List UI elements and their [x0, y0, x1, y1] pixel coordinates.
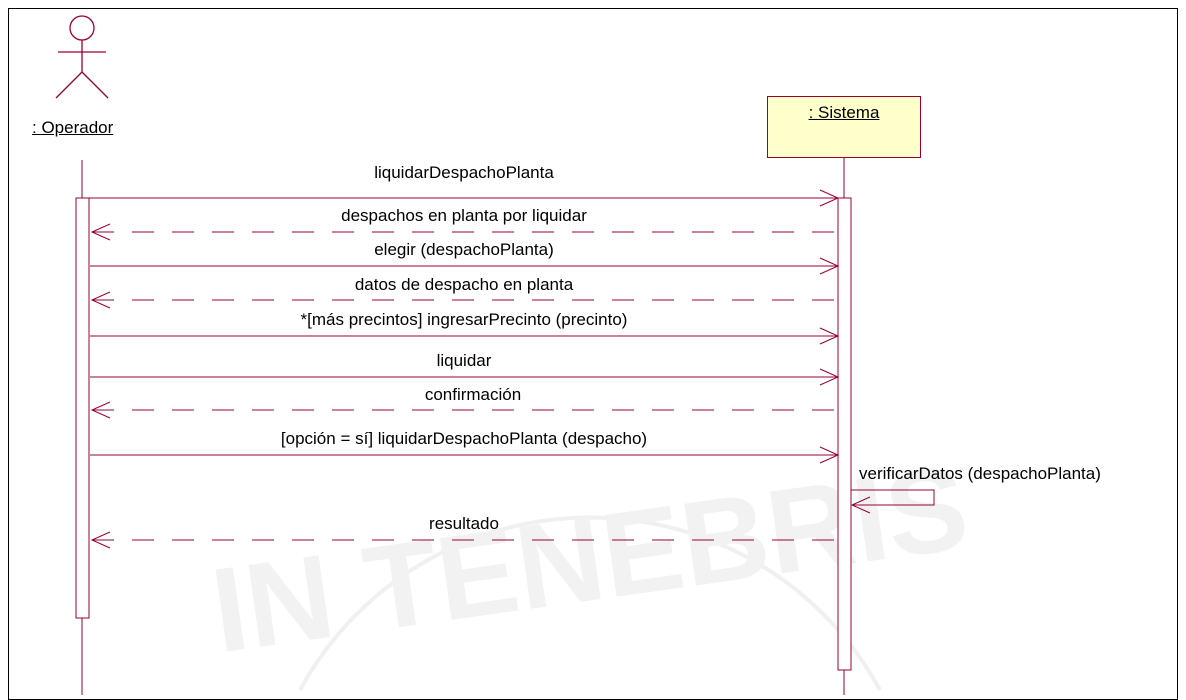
- actor-stick-figure-icon: [55, 15, 109, 99]
- message-label-8: [opción = sí] liquidarDespachoPlanta (de…: [280, 429, 648, 448]
- message-arrow-8: [90, 446, 840, 464]
- actor-activation: [75, 197, 90, 619]
- message-arrow-1: [82, 189, 840, 207]
- message-arrow-5: [90, 327, 840, 345]
- message-label-1: liquidarDespachoPlanta: [374, 163, 554, 182]
- message-arrow-6: [90, 368, 840, 386]
- message-label-4: datos de despacho en planta: [354, 275, 574, 294]
- message-label-3: elegir (despachoPlanta): [374, 240, 554, 259]
- object-activation: [837, 197, 852, 671]
- message-label-7: confirmación: [424, 385, 522, 404]
- message-arrow-2: [90, 223, 838, 241]
- message-label-2: despachos en planta por liquidar: [341, 206, 587, 225]
- message-label-5: *[más precintos] ingresarPrecinto (preci…: [300, 310, 628, 329]
- message-label-9: verificarDatos (despachoPlanta): [859, 464, 1101, 483]
- message-label-6: liquidar: [436, 351, 492, 370]
- actor-name: : Operador: [32, 118, 114, 137]
- object-name: : Sistema: [808, 103, 880, 122]
- message-arrow-3: [90, 257, 840, 275]
- message-arrow-9-self: [850, 489, 935, 514]
- message-arrow-4: [90, 291, 838, 309]
- object-box: : Sistema: [767, 96, 921, 158]
- message-arrow-10: [90, 531, 838, 549]
- message-label-10: resultado: [429, 514, 499, 533]
- message-arrow-7: [90, 401, 838, 419]
